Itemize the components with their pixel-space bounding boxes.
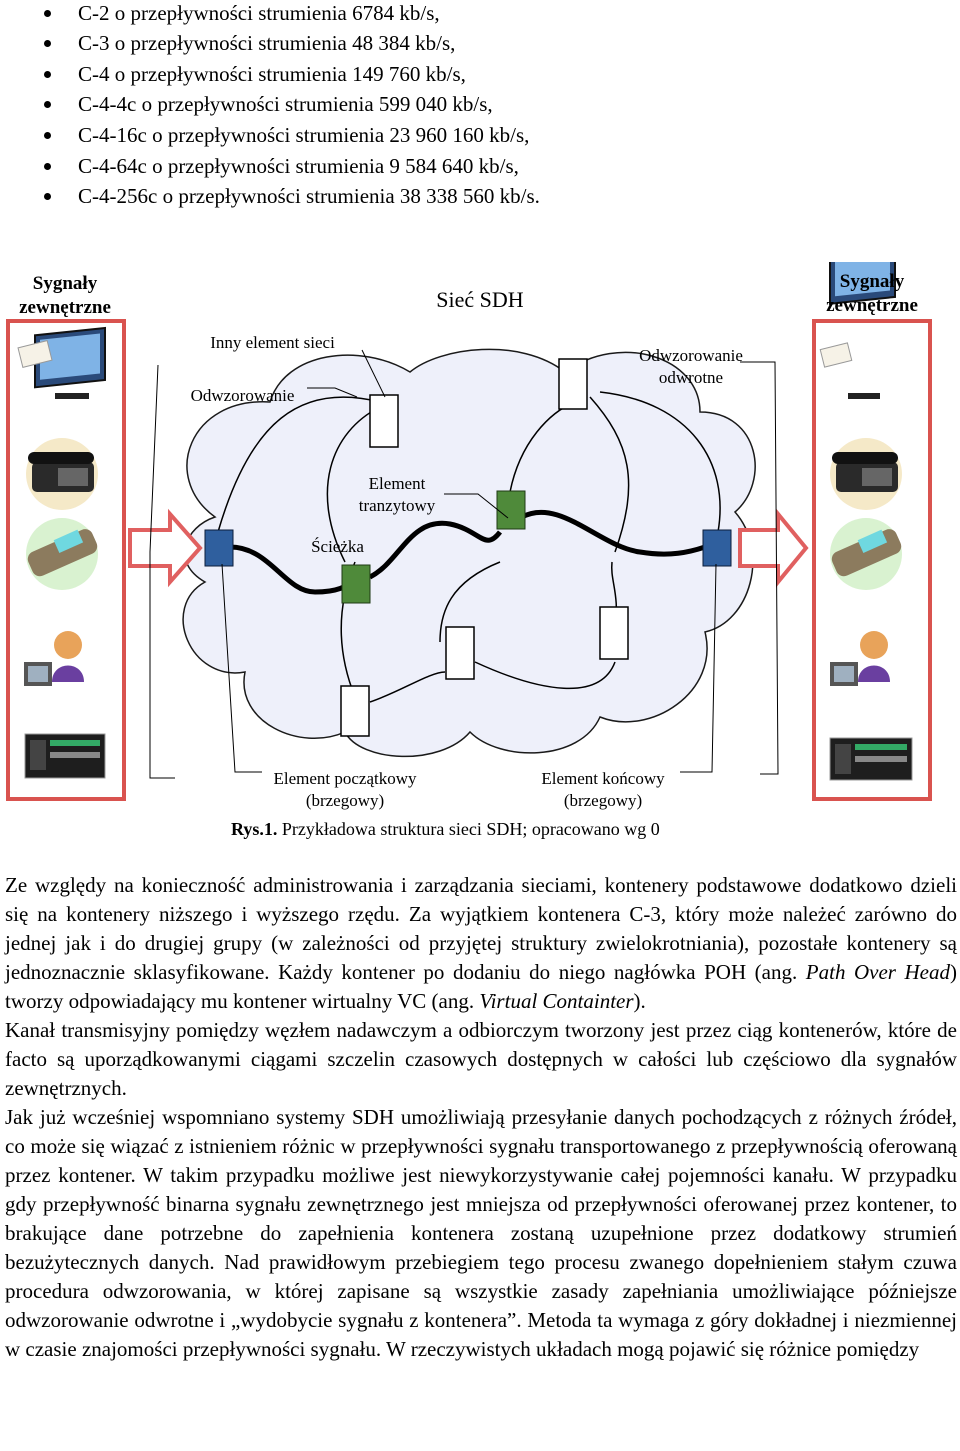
computer-mail-icon [17, 326, 106, 399]
italic-term: Path Over Head [805, 960, 950, 984]
label-line: (brzegowy) [305, 791, 385, 810]
link-line [326, 406, 381, 563]
link-line [599, 391, 721, 533]
transit-node [496, 490, 526, 530]
mapping-label: Odwzorowanie [190, 386, 295, 405]
end-element-label: Element końcowy (brzegowy) [528, 768, 678, 812]
list-item: C-4-64c o przepływności strumienia 9 584… [44, 154, 519, 178]
sdh-network-figure: Sygnały zewnętrzne Sygnały zewnętrzne Si… [0, 245, 960, 842]
link-line [439, 561, 501, 643]
left-signals-title: Sygnały zewnętrzne [10, 272, 120, 320]
other-element-label: Inny element sieci [210, 333, 335, 352]
paragraph: Jak już wcześniej wspomniano systemy SDH… [5, 1105, 957, 1361]
body-text: Ze względy na konieczność administrowani… [5, 871, 957, 1364]
italic-term: Virtual Containter [479, 989, 634, 1013]
path-line [520, 509, 706, 557]
link-line [589, 396, 630, 553]
transit-node [341, 564, 371, 604]
network-title: Sieć SDH [436, 287, 524, 312]
label-line: zewnętrzne [19, 297, 111, 318]
link-line [217, 396, 381, 533]
label-line: odwrotne [658, 368, 724, 387]
text-run: ). [633, 989, 646, 1013]
output-arrow [738, 508, 809, 588]
label-line: Element [368, 474, 426, 493]
list-item: C-2 o przepływności strumienia 6784 kb/s… [44, 1, 440, 25]
network-node [445, 626, 475, 680]
list-item: C-4-256c o przepływności strumienia 38 3… [44, 184, 540, 208]
left-signals-panel [6, 319, 126, 801]
equipment-rack-icon [24, 733, 106, 779]
callout-line [221, 563, 262, 773]
callout-line [680, 563, 717, 773]
callout-line [307, 387, 358, 398]
label-line: (brzegowy) [563, 791, 643, 810]
caption-text: Przykładowa struktura sieci SDH; opracow… [277, 819, 660, 839]
network-node [369, 394, 399, 448]
callout-line [740, 361, 779, 775]
label-line: Sygnały [839, 271, 905, 292]
path-line [368, 520, 502, 580]
equipment-rack-icon [829, 737, 913, 781]
paragraph: Ze względy na konieczność administrowani… [5, 871, 957, 1016]
link-line [369, 671, 446, 703]
sdh-diagram [6, 245, 932, 801]
input-arrow [128, 508, 203, 588]
label-line: Element początkowy [273, 769, 417, 788]
label-line: Odwzorowanie [639, 346, 743, 365]
text-run: Ze względy na konieczność administrowani… [5, 873, 957, 984]
list-item: C-4 o przepływności strumienia 149 760 k… [44, 62, 466, 86]
desk-phone-icon [830, 438, 902, 510]
text-run: ) tworzy odpowiadający mu kontener wirtu… [5, 960, 957, 1013]
list-item: C-4-16c o przepływności strumienia 23 96… [43, 123, 530, 147]
label-line: zewnętrzne [826, 295, 918, 316]
edge-node-start [204, 529, 234, 567]
desk-phone-icon [26, 438, 98, 510]
callout-line [149, 364, 175, 779]
callout-line [361, 349, 386, 398]
label-line: Sygnały [32, 273, 98, 294]
list-item: C-3 o przepływności strumienia 48 384 kb… [43, 31, 456, 55]
label-line: Element końcowy [541, 769, 665, 788]
caption-label: Rys.1. [231, 819, 278, 839]
mobile-phone-icon [830, 518, 902, 590]
reverse-mapping-label: Odwzorowanie odwrotne [626, 345, 756, 389]
list-item: C-4-4c o przepływności strumienia 599 04… [44, 92, 493, 116]
paragraph: Kanał transmisyjny pomiędzy węzłem nadaw… [5, 1018, 957, 1100]
figure-caption: Rys.1. Przykładowa struktura sieci SDH; … [231, 818, 660, 840]
operator-headset-icon [830, 631, 890, 686]
network-node [340, 685, 370, 737]
path-label: Ścieżka [311, 537, 364, 556]
link-line [474, 661, 616, 689]
operator-headset-icon [24, 631, 84, 686]
network-node [558, 358, 588, 410]
mobile-phone-icon [26, 518, 98, 590]
callout-line [444, 493, 509, 519]
edge-node-end [702, 529, 732, 567]
transit-element-label: Element tranzytowy [350, 473, 444, 517]
right-signals-title: Sygnały zewnętrzne [814, 270, 930, 318]
network-node [599, 606, 629, 660]
right-signals-panel [812, 319, 932, 801]
start-element-label: Element początkowy (brzegowy) [260, 768, 430, 812]
label-line: tranzytowy [358, 496, 436, 515]
